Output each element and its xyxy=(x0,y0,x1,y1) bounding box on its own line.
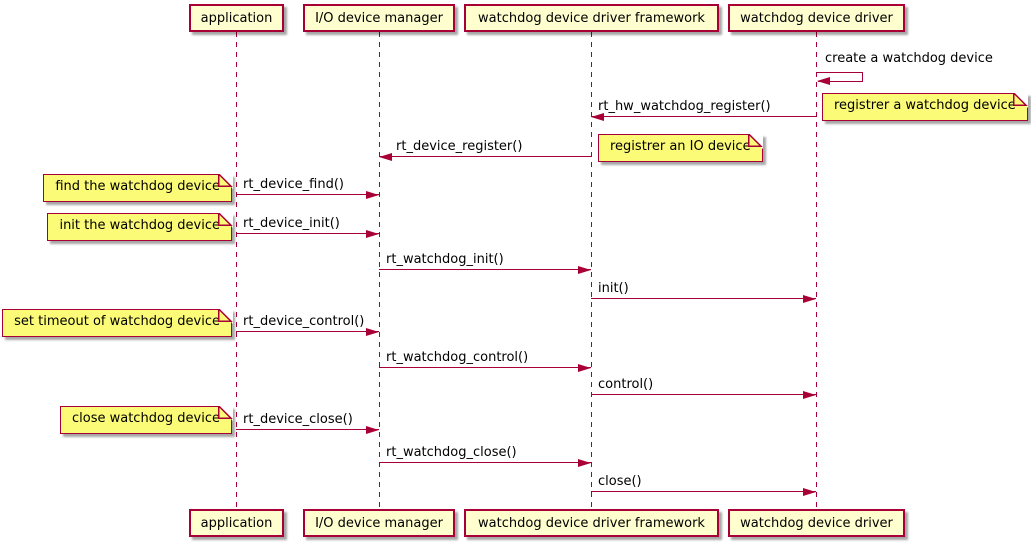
arrowhead-icon xyxy=(803,295,816,303)
note-find-the-watchdog-device: find the watchdog device xyxy=(43,173,233,202)
arrowhead-icon xyxy=(366,230,379,238)
note-init-the-watchdog-device: init the watchdog device xyxy=(47,212,233,241)
message-label: rt_device_close() xyxy=(243,412,353,427)
note-registrer-a-watchdog-device: registrer a watchdog device xyxy=(822,92,1029,121)
participant-io-device-manager-bottom: I/O device manager xyxy=(303,509,455,537)
message-rt-device-register: rt_device_register() xyxy=(379,137,591,161)
message-label: rt_device_find() xyxy=(243,177,344,192)
message-label: rt_device_control() xyxy=(243,314,365,329)
message-line xyxy=(591,491,816,492)
note-fold-icon xyxy=(217,212,233,228)
arrowhead-icon xyxy=(591,113,604,121)
message-line xyxy=(236,233,379,234)
message-create-a-watchdog-device: create a watchdog device xyxy=(816,51,993,85)
lifeline-watchdog-framework xyxy=(591,32,592,509)
note-fold-icon xyxy=(748,133,764,149)
message-line xyxy=(591,116,816,117)
message-line xyxy=(816,72,863,73)
message-line xyxy=(591,298,816,299)
message-line xyxy=(379,269,591,270)
note-text: close watchdog device xyxy=(72,411,220,426)
message-rt-watchdog-init: rt_watchdog_init() xyxy=(379,250,591,274)
arrowhead-icon xyxy=(817,77,830,85)
note-close-watchdog-device: close watchdog device xyxy=(60,405,233,434)
message-line xyxy=(379,156,591,157)
note-text: set timeout of watchdog device xyxy=(14,314,220,329)
message-line xyxy=(236,429,379,430)
message-rt-hw-watchdog-register: rt_hw_watchdog_register() xyxy=(591,97,816,121)
message-rt-watchdog-control: rt_watchdog_control() xyxy=(379,348,591,372)
message-label: rt_watchdog_control() xyxy=(386,350,529,365)
note-fold-icon xyxy=(1013,92,1029,108)
arrowhead-icon xyxy=(366,191,379,199)
message-line xyxy=(818,81,863,82)
arrowhead-icon xyxy=(379,153,392,161)
message-line xyxy=(862,72,863,82)
note-set-timeout-of-watchdog-device: set timeout of watchdog device xyxy=(2,308,233,337)
participant-watchdog-driver-top: watchdog device driver xyxy=(728,4,905,32)
lifeline-watchdog-driver xyxy=(816,32,817,509)
arrowhead-icon xyxy=(366,426,379,434)
message-label: close() xyxy=(598,474,642,489)
message-rt-device-find: rt_device_find() xyxy=(236,175,379,199)
note-text: init the watchdog device xyxy=(59,218,220,233)
note-fold-icon xyxy=(217,308,233,324)
note-text: registrer an IO device xyxy=(610,139,751,154)
message-label: rt_hw_watchdog_register() xyxy=(598,99,771,114)
participant-watchdog-framework-top: watchdog device driver framework xyxy=(464,4,719,32)
arrowhead-icon xyxy=(803,488,816,496)
message-rt-device-control: rt_device_control() xyxy=(236,312,379,336)
message-line xyxy=(379,462,591,463)
message-label: init() xyxy=(598,281,629,296)
message-line xyxy=(379,367,591,368)
arrowhead-icon xyxy=(578,364,591,372)
message-control: control() xyxy=(591,375,816,399)
arrowhead-icon xyxy=(803,391,816,399)
note-fold-icon xyxy=(217,405,233,421)
note-fold-icon xyxy=(217,173,233,189)
participant-watchdog-driver-bottom: watchdog device driver xyxy=(728,509,905,537)
note-text: registrer a watchdog device xyxy=(834,98,1016,113)
message-init: init() xyxy=(591,279,816,303)
arrowhead-icon xyxy=(578,266,591,274)
message-line xyxy=(591,394,816,395)
arrowhead-icon xyxy=(366,328,379,336)
message-label: control() xyxy=(598,377,654,392)
participant-io-device-manager-top: I/O device manager xyxy=(303,4,455,32)
message-label: rt_device_register() xyxy=(396,139,523,154)
message-line xyxy=(236,331,379,332)
participant-application-top: application xyxy=(189,4,284,32)
message-label: create a watchdog device xyxy=(825,51,993,66)
message-rt-device-init: rt_device_init() xyxy=(236,214,379,238)
lifeline-io-device-manager xyxy=(379,32,380,509)
message-label: rt_watchdog_init() xyxy=(386,252,504,267)
message-line xyxy=(236,194,379,195)
arrowhead-icon xyxy=(578,459,591,467)
participant-application-bottom: application xyxy=(189,509,284,537)
note-text: find the watchdog device xyxy=(55,179,220,194)
message-close: close() xyxy=(591,472,816,496)
participant-watchdog-framework-bottom: watchdog device driver framework xyxy=(464,509,719,537)
lifeline-application xyxy=(236,32,237,509)
message-rt-watchdog-close: rt_watchdog_close() xyxy=(379,443,591,467)
note-registrer-an-io-device: registrer an IO device xyxy=(598,133,764,162)
message-label: rt_device_init() xyxy=(243,216,340,231)
message-label: rt_watchdog_close() xyxy=(386,445,517,460)
message-rt-device-close: rt_device_close() xyxy=(236,410,379,434)
